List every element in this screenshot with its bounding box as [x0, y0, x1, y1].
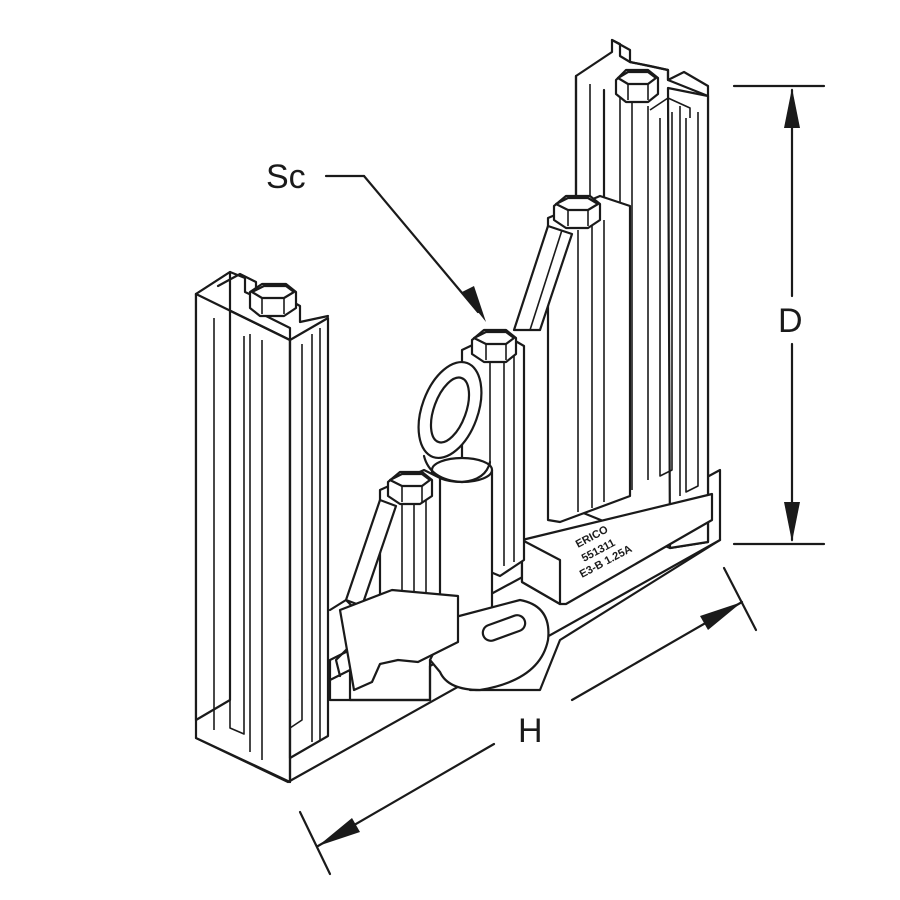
nameplate: ERICO 551311 E3-B 1.25A	[520, 492, 714, 606]
right-inner-arm	[512, 194, 632, 524]
h-arrow-right	[700, 602, 742, 630]
dimension-d: D	[732, 84, 826, 546]
h-arrow-left	[318, 818, 360, 846]
label-d: D	[778, 302, 803, 340]
sc-leader-arrow	[462, 286, 486, 322]
sc-leader-diagonal	[362, 174, 480, 314]
d-arrow-up	[784, 88, 800, 128]
right-middle-hex-bolt	[552, 194, 602, 230]
callout-sc: Sc	[266, 158, 486, 322]
label-h: H	[518, 712, 543, 750]
left-hex-bolt	[248, 282, 298, 318]
d-arrow-down	[784, 502, 800, 542]
center-post	[417, 330, 526, 622]
left-inner-hex-bolt	[386, 470, 434, 506]
h-extension-right	[722, 566, 758, 632]
h-extension-left	[298, 810, 332, 876]
right-hex-bolt	[614, 68, 660, 104]
dimension-h: H	[298, 566, 758, 876]
center-hex-bolt	[470, 328, 518, 364]
lug-foot	[428, 598, 550, 692]
left-post	[194, 270, 330, 784]
left-inner-arm	[328, 468, 460, 692]
label-sc: Sc	[266, 158, 306, 196]
